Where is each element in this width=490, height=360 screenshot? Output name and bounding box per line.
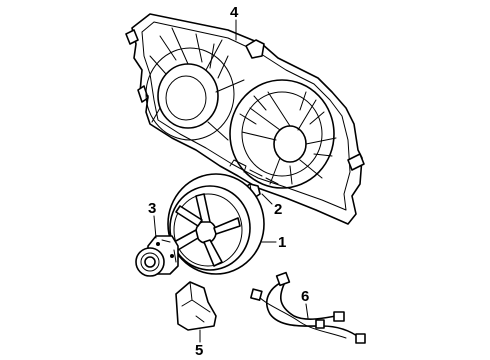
wiring-harness	[250, 271, 366, 344]
callout-6: 6	[301, 288, 309, 319]
callout-label-6: 6	[301, 288, 309, 305]
callout-label-3: 3	[148, 200, 156, 217]
callout-4: 4	[230, 4, 239, 41]
callout-label-4: 4	[230, 4, 239, 21]
shroud-right-fan-opening	[229, 79, 337, 189]
callout-5: 5	[195, 329, 203, 359]
callout-1: 1	[261, 234, 286, 251]
leader-line-3	[153, 215, 157, 239]
leader-line-6	[305, 303, 309, 319]
callout-3: 3	[148, 200, 157, 239]
callout-label-1: 1	[278, 234, 286, 251]
callout-label-5: 5	[195, 342, 203, 359]
motor-cover-bracket	[175, 281, 217, 331]
callout-2: 2	[261, 193, 282, 218]
fan-blade-assembly	[167, 173, 265, 275]
callout-label-2: 2	[274, 201, 282, 218]
fan-shroud	[125, 13, 365, 225]
leader-line-2	[261, 193, 273, 205]
shroud-left-fan-opening	[145, 27, 245, 141]
fan-motor	[135, 235, 179, 277]
